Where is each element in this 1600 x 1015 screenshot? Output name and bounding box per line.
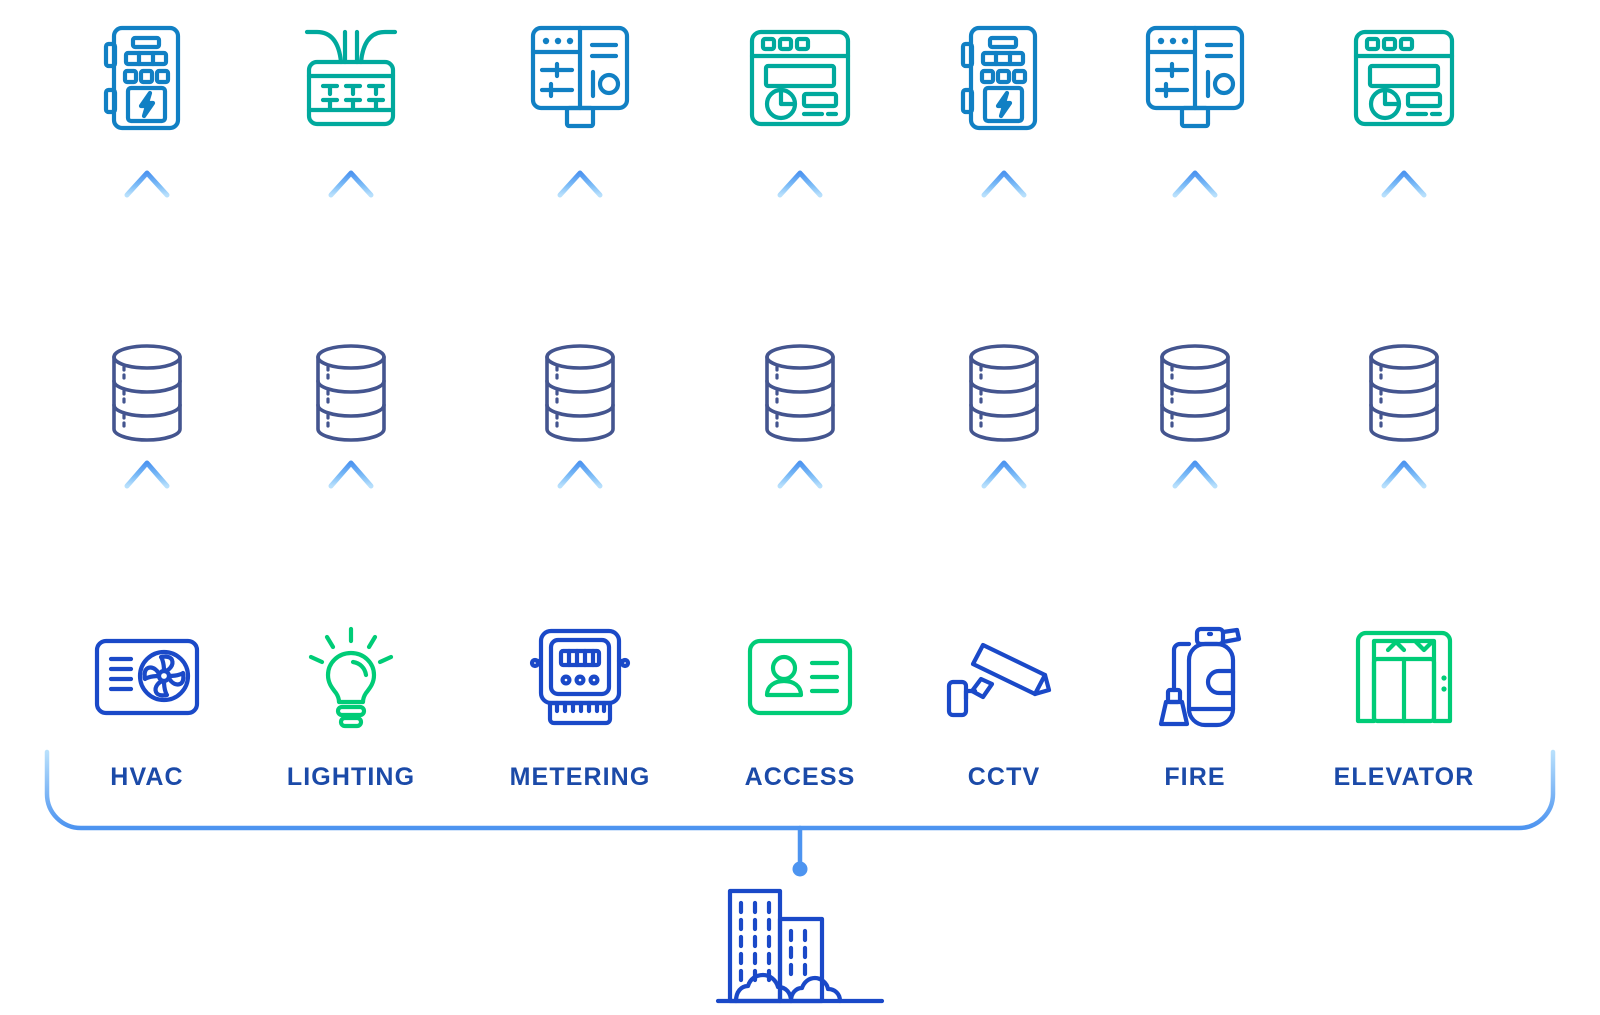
dashed-up-arrow <box>700 160 900 330</box>
system-icon-fire-extinguisher <box>1095 622 1295 732</box>
label-text: HVAC <box>110 763 184 791</box>
system-icon-lighting <box>251 622 451 732</box>
column-elevator: ELEVATOR <box>1304 0 1504 820</box>
column-lighting: LIGHTING <box>251 0 451 820</box>
solid-up-arrow <box>904 450 1104 620</box>
office-building-icon <box>715 888 885 1004</box>
database-cylinder-icon <box>480 338 680 448</box>
label-text: CCTV <box>967 763 1041 791</box>
database-cylinder-icon <box>904 338 1104 448</box>
solid-up-arrow <box>480 450 680 620</box>
column-hvac: HVAC <box>47 0 247 820</box>
database-cylinder-icon <box>47 338 247 448</box>
dashed-up-arrow <box>251 160 451 330</box>
top-icon-dashboard-window <box>700 18 900 138</box>
label-text: ELEVATOR <box>1333 763 1475 791</box>
system-icon-cctv <box>904 622 1104 732</box>
column-metering: METERING <box>480 0 680 820</box>
database-cylinder-icon <box>1095 338 1295 448</box>
top-icon-electrical-panel <box>47 18 247 138</box>
dashed-up-arrow <box>904 160 1104 330</box>
top-icon-control-panel <box>1095 18 1295 138</box>
dashed-up-arrow <box>1095 160 1295 330</box>
database-cylinder-icon <box>1304 338 1504 448</box>
label-text: FIRE <box>1164 763 1226 791</box>
column-label-access: ACCESS <box>700 755 900 799</box>
top-icon-control-panel <box>480 18 680 138</box>
column-fire: FIRE <box>1095 0 1295 820</box>
building-group <box>715 825 885 1004</box>
label-text: ACCESS <box>744 763 856 791</box>
column-label-metering: METERING <box>480 755 680 799</box>
database-cylinder-icon <box>700 338 900 448</box>
column-cctv: CCTV <box>904 0 1104 820</box>
bus-drop-dot <box>792 861 808 877</box>
dashed-up-arrow <box>480 160 680 330</box>
column-label-cctv: CCTV <box>904 755 1104 799</box>
label-text: LIGHTING <box>286 763 416 791</box>
system-icon-hvac <box>47 622 247 732</box>
column-label-fire: FIRE <box>1095 755 1295 799</box>
solid-up-arrow <box>700 450 900 620</box>
top-icon-terminal-block <box>251 18 451 138</box>
bus-bracket-path <box>44 749 1556 831</box>
column-label-hvac: HVAC <box>47 755 247 799</box>
solid-up-arrow <box>1095 450 1295 620</box>
solid-up-arrow <box>251 450 451 620</box>
label-text: METERING <box>509 763 651 791</box>
system-icon-metering <box>480 622 680 732</box>
solid-up-arrow <box>47 450 247 620</box>
column-label-lighting: LIGHTING <box>251 755 451 799</box>
dashed-up-arrow <box>47 160 247 330</box>
system-icon-access <box>700 622 900 732</box>
top-icon-dashboard-window <box>1304 18 1504 138</box>
top-icon-electrical-panel <box>904 18 1104 138</box>
column-access: ACCESS <box>700 0 900 820</box>
database-cylinder-icon <box>251 338 451 448</box>
system-icon-elevator <box>1304 622 1504 732</box>
column-label-elevator: ELEVATOR <box>1304 755 1504 799</box>
dashed-up-arrow <box>1304 160 1504 330</box>
bus-drop-line <box>792 825 808 877</box>
solid-up-arrow <box>1304 450 1504 620</box>
